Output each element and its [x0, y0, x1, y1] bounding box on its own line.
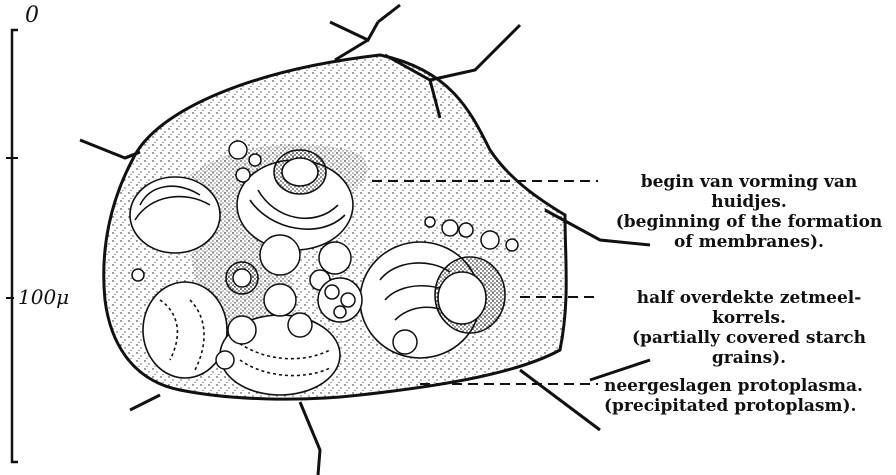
- annotation-protoplasm-english-line1: (precipitated protoplasm).: [604, 396, 894, 416]
- annotation-starch-dutch-line2: korrels.: [604, 308, 894, 328]
- annotation-starch: half overdekte zetmeel- korrels. (partia…: [604, 288, 894, 368]
- annotation-starch-english-line1: (partially covered starch: [604, 328, 894, 348]
- annotation-membranes-english-line2: of membranes).: [604, 232, 894, 252]
- annotation-membranes-dutch-line1: begin van vorming van: [604, 172, 894, 192]
- annotation-protoplasm: neergeslagen protoplasma. (precipitated …: [604, 376, 894, 416]
- scale-bar: [6, 30, 18, 462]
- scale-label-100: 100μ: [18, 285, 69, 309]
- annotation-starch-dutch-line1: half overdekte zetmeel-: [604, 288, 894, 308]
- annotation-membranes-dutch-line2: huidjes.: [604, 192, 894, 212]
- annotation-membranes-english-line1: (beginning of the formation: [604, 212, 894, 232]
- annotation-starch-english-line2: grains).: [604, 348, 894, 368]
- annotation-protoplasm-dutch-line1: neergeslagen protoplasma.: [604, 376, 894, 396]
- scale-label-zero: 0: [25, 3, 39, 28]
- annotation-membranes: begin van vorming van huidjes. (beginnin…: [604, 172, 894, 252]
